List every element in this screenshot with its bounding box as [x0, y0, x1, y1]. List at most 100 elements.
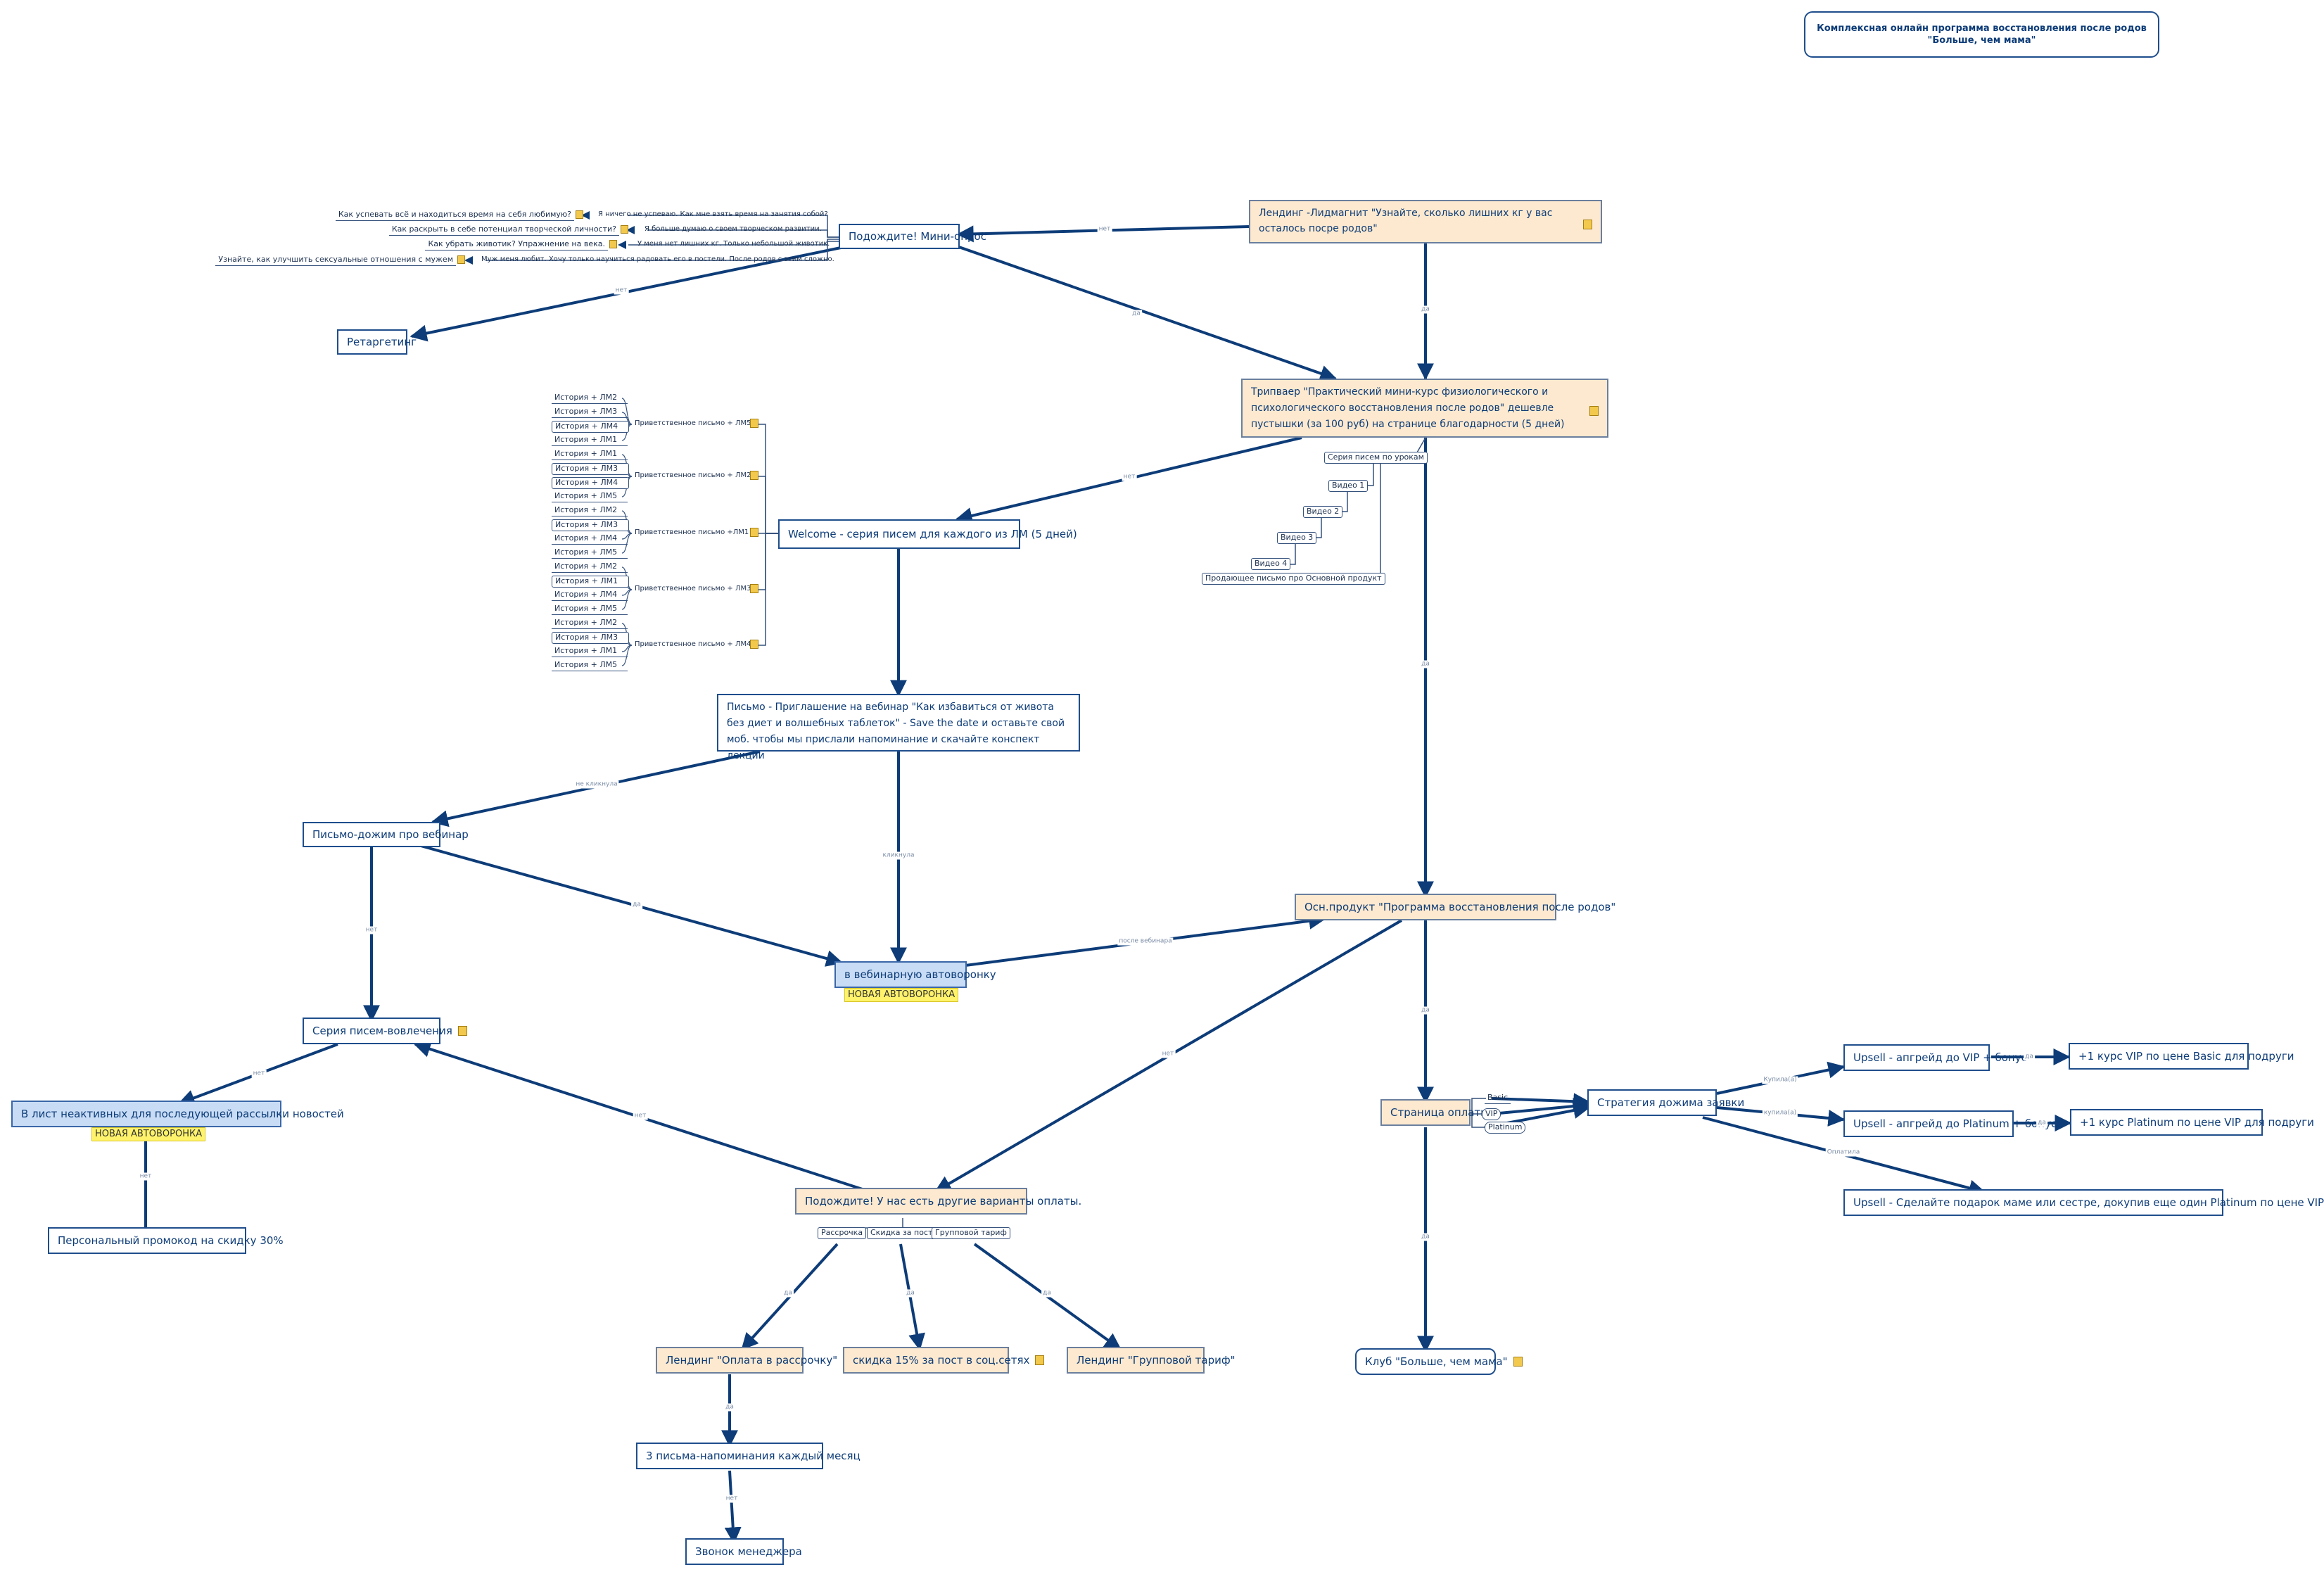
welcome-letter-label[interactable]: Приветственное письмо + ЛМ4: [635, 640, 751, 648]
manager-call-text: Звонок менеджера: [695, 1545, 802, 1558]
webinar-funnel-text: в вебинарную автоворонку: [844, 968, 996, 981]
tariff-item[interactable]: VIP: [1482, 1108, 1501, 1120]
payment-option-item[interactable]: Групповой тариф: [932, 1227, 1010, 1239]
survey-question[interactable]: Как убрать животик? Упражнение на века.: [425, 239, 608, 251]
upsell-vip-node[interactable]: Upsell - апгрейд до VIP + бонус: [1843, 1044, 2027, 1071]
survey-question[interactable]: Как успевать всё и находиться время на с…: [335, 210, 574, 221]
installment-landing-text: Лендинг "Оплата в рассрочку": [666, 1354, 838, 1367]
connector-lines: [137, 211, 2072, 1545]
promo-code-node[interactable]: Персональный промокод на скидку 30%: [48, 1227, 284, 1254]
lesson-video-item[interactable]: Продающее письмо про Основной продукт: [1202, 573, 1385, 585]
survey-question[interactable]: Узнайте, как улучшить сексуальные отноше…: [215, 255, 456, 266]
note-icon: [750, 419, 758, 428]
webinar-funnel-node[interactable]: в вебинарную автоворонку: [834, 961, 996, 988]
discount-repost-node[interactable]: скидка 15% за пост в соц.сетях: [843, 1347, 1045, 1374]
history-letter-item[interactable]: История + ЛМ3: [552, 407, 628, 418]
other-payment-options-node[interactable]: Подождите! У нас есть другие варианты оп…: [795, 1188, 1081, 1215]
note-icon: [750, 471, 758, 480]
arrow-head-icon: [626, 226, 635, 234]
history-letter-item[interactable]: История + ЛМ5: [552, 604, 628, 615]
main-product-node[interactable]: Осн.продукт "Программа восстановления по…: [1295, 894, 1615, 920]
engagement-series-node[interactable]: Серия писем-вовлечения: [303, 1018, 467, 1044]
tripwire-node[interactable]: Трипваер "Практический мини-курс физиоло…: [1241, 379, 1608, 438]
edge-label: нет: [1160, 1050, 1176, 1058]
history-letter-item[interactable]: История + ЛМ2: [552, 562, 628, 573]
reminders-node[interactable]: 3 письма-напоминания каждый месяц: [636, 1443, 861, 1469]
lesson-video-item[interactable]: Видео 3: [1277, 532, 1317, 544]
history-letter-item[interactable]: История + ЛМ2: [552, 393, 628, 404]
history-letter-item[interactable]: История + ЛМ1: [552, 576, 629, 588]
webinar-invite-node[interactable]: Письмо - Приглашение на вебинар "Как изб…: [717, 694, 1080, 761]
mini-survey-node[interactable]: Подождите! Мини-опрос: [839, 224, 986, 249]
group-tariff-landing-node[interactable]: Лендинг "Групповой тариф": [1067, 1347, 1236, 1374]
lesson-video-item[interactable]: Видео 1: [1328, 480, 1369, 492]
lesson-video-item[interactable]: Видео 4: [1251, 558, 1291, 570]
edge-label: да: [905, 1289, 916, 1298]
club-node[interactable]: Клуб "Больше, чем мама": [1355, 1348, 1523, 1375]
history-letter-item[interactable]: История + ЛМ3: [552, 519, 629, 531]
tripwire-text: Трипваер "Практический мини-курс физиоло…: [1251, 386, 1565, 430]
lesson-video-item[interactable]: Видео 2: [1303, 506, 1343, 518]
history-letter-item[interactable]: История + ЛМ4: [552, 590, 628, 601]
history-letter-item[interactable]: История + ЛМ5: [552, 547, 628, 559]
upsell-vip-text: Upsell - апгрейд до VIP + бонус: [1853, 1051, 2027, 1064]
manager-call-node[interactable]: Звонок менеджера: [685, 1538, 802, 1565]
edge-label: Купила(а): [1762, 1076, 1798, 1084]
tariff-item[interactable]: Platinum: [1485, 1122, 1526, 1134]
history-letter-item[interactable]: История + ЛМ1: [552, 646, 628, 657]
welcome-series-node[interactable]: Welcome - серия писем для каждого из ЛМ …: [778, 519, 1077, 549]
survey-question[interactable]: Как раскрыть в себе потенциал творческой…: [388, 224, 619, 236]
edge-label: кликнула: [881, 851, 916, 860]
survey-answer: Я больше думаю о своем творческом развит…: [645, 225, 822, 233]
other-payment-options-text: Подождите! У нас есть другие варианты оп…: [805, 1195, 1082, 1207]
history-letter-item[interactable]: История + ЛМ5: [552, 660, 628, 671]
note-icon: [1035, 1355, 1045, 1365]
strategy-node[interactable]: Стратегия дожима заявки: [1587, 1089, 1744, 1116]
mini-survey-text: Подождите! Мини-опрос: [849, 230, 986, 243]
edge-label: да: [1041, 1289, 1053, 1298]
welcome-letter-label[interactable]: Приветственное письмо + ЛМ5: [635, 419, 751, 427]
lead-landing-node[interactable]: Лендинг -Лидмагнит "Узнайте, сколько лиш…: [1249, 200, 1602, 243]
tariff-item[interactable]: Basic: [1485, 1093, 1511, 1104]
inactive-list-text: В лист неактивных для последующей рассыл…: [21, 1108, 344, 1120]
history-letter-item[interactable]: История + ЛМ4: [552, 533, 628, 545]
plus-vip-text: +1 курс VIP по цене Basic для подруги: [2078, 1050, 2294, 1063]
history-letter-item[interactable]: История + ЛМ2: [552, 618, 628, 629]
payment-page-node[interactable]: Страница оплаты: [1380, 1099, 1489, 1126]
note-icon: [1583, 220, 1592, 229]
history-letter-item[interactable]: История + ЛМ3: [552, 463, 629, 475]
installment-landing-node[interactable]: Лендинг "Оплата в рассрочку": [656, 1347, 837, 1374]
retargeting-node[interactable]: Ретаргетинг: [337, 329, 417, 355]
welcome-letter-label[interactable]: Приветственное письмо +ЛМ1: [635, 528, 749, 536]
plus-vip-node[interactable]: +1 курс VIP по цене Basic для подруги: [2069, 1043, 2294, 1070]
edge-label: Оплатила: [1825, 1148, 1862, 1157]
upsell-platinum-node[interactable]: Upsell - апгрейд до Platinum + бонус: [1843, 1110, 2057, 1137]
welcome-series-text: Welcome - серия писем для каждого из ЛМ …: [788, 528, 1077, 540]
new-funnel-tag: НОВАЯ АВТОВОРОНКА: [91, 1127, 206, 1141]
history-letter-item[interactable]: История + ЛМ4: [552, 421, 629, 433]
edge-label: да: [724, 1403, 735, 1412]
note-icon: [609, 240, 617, 248]
edge-label: да: [2036, 1119, 2047, 1127]
history-letter-item[interactable]: История + ЛМ5: [552, 491, 628, 502]
edge-label: нет: [724, 1495, 739, 1503]
webinar-dozhim-node[interactable]: Письмо-дожим про вебинар: [303, 822, 469, 847]
inactive-list-node[interactable]: В лист неактивных для последующей рассыл…: [11, 1101, 344, 1127]
payment-page-text: Страница оплаты: [1390, 1106, 1489, 1119]
history-letter-item[interactable]: История + ЛМ1: [552, 435, 628, 446]
history-letter-item[interactable]: История + ЛМ4: [552, 477, 629, 489]
welcome-letter-label[interactable]: Приветственное письмо + ЛМ2: [635, 471, 751, 479]
edge-label: не кликнула: [574, 780, 619, 789]
history-letter-item[interactable]: История + ЛМ3: [552, 632, 629, 644]
upsell-gift-text: Upsell - Сделайте подарок маме или сестр…: [1853, 1196, 2324, 1209]
upsell-gift-node[interactable]: Upsell - Сделайте подарок маме или сестр…: [1843, 1189, 2324, 1216]
welcome-letter-label[interactable]: Приветственное письмо + ЛМ3: [635, 585, 751, 592]
payment-option-item[interactable]: Рассрочка: [818, 1227, 867, 1239]
history-letter-item[interactable]: История + ЛМ1: [552, 449, 628, 460]
payment-option-item[interactable]: Скидка за пост: [867, 1227, 936, 1239]
plus-platinum-node[interactable]: +1 курс Platinum по цене VIP для подруги: [2070, 1109, 2314, 1136]
edge-survey-to-tripwire: [956, 245, 1338, 382]
note-icon: [457, 1026, 467, 1036]
lesson-series-label[interactable]: Серия писем по урокам: [1324, 452, 1428, 464]
history-letter-item[interactable]: История + ЛМ2: [552, 505, 628, 516]
